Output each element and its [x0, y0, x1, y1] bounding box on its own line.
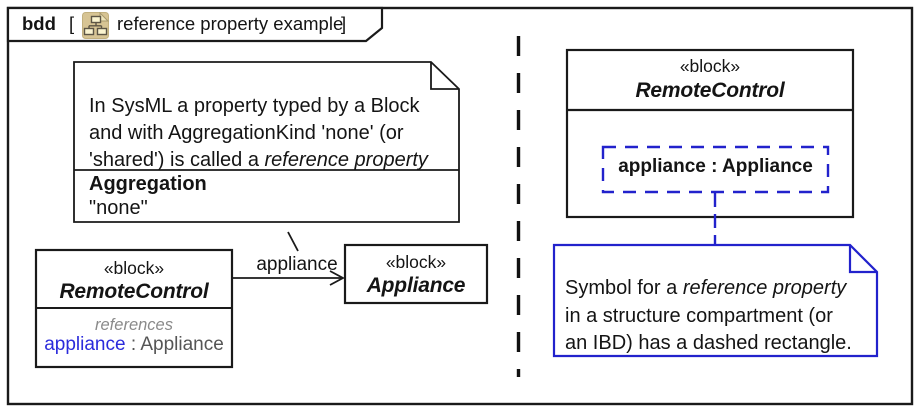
left-note-body: In SysML a property typed by a Block and… — [89, 93, 428, 174]
right-note-line: Symbol for a reference property — [565, 277, 847, 299]
reference-property-part-label: appliance : Appliance — [618, 156, 813, 177]
diagram-name: reference property example — [117, 13, 344, 34]
left-note-fold — [430, 62, 459, 90]
association-end-label: appliance — [256, 254, 338, 275]
aggregation-value: "none" — [89, 197, 148, 219]
right-block-name: RemoteControl — [635, 79, 785, 102]
frame-bracket-open: [ — [69, 13, 75, 34]
right-note-fold — [848, 245, 877, 274]
left-note-line: 'shared') is called a reference property — [89, 149, 428, 171]
appliance-block-outline — [343, 243, 489, 305]
reference-property-dashed-rect — [601, 145, 830, 194]
bdd-diagram-icon — [82, 12, 109, 39]
left-note-outline — [73, 61, 460, 223]
right-note-line: an IBD) has a dashed rectangle. — [565, 332, 852, 354]
appliance-block-name: Appliance — [366, 274, 466, 297]
association-label-leader-line — [287, 231, 299, 252]
frame-keyword: bdd — [22, 13, 56, 34]
right-note-body: Symbol for a reference property in a str… — [565, 275, 852, 358]
left-block-name: RemoteControl — [59, 280, 209, 303]
frame-bracket-close: ] — [341, 13, 347, 34]
left-note-line: In SysML a property typed by a Block — [89, 95, 420, 117]
right-note-outline — [552, 243, 879, 358]
association-open-arrowhead-icon — [329, 270, 345, 286]
right-note-line: in a structure compartment (or — [565, 304, 833, 327]
left-note-line: and with AggregationKind 'none' (or — [89, 122, 404, 144]
aggregation-label: Aggregation — [89, 173, 207, 195]
right-remotecontrol-block-outline — [565, 48, 855, 219]
references-compartment-label: references — [95, 316, 173, 334]
frame-border — [6, 6, 914, 406]
left-block-stereotype: «block» — [103, 258, 165, 278]
appliance-block-stereotype: «block» — [385, 252, 447, 272]
reference-property-text: appliance : Appliance — [44, 334, 224, 355]
right-block-stereotype: «block» — [679, 56, 741, 76]
